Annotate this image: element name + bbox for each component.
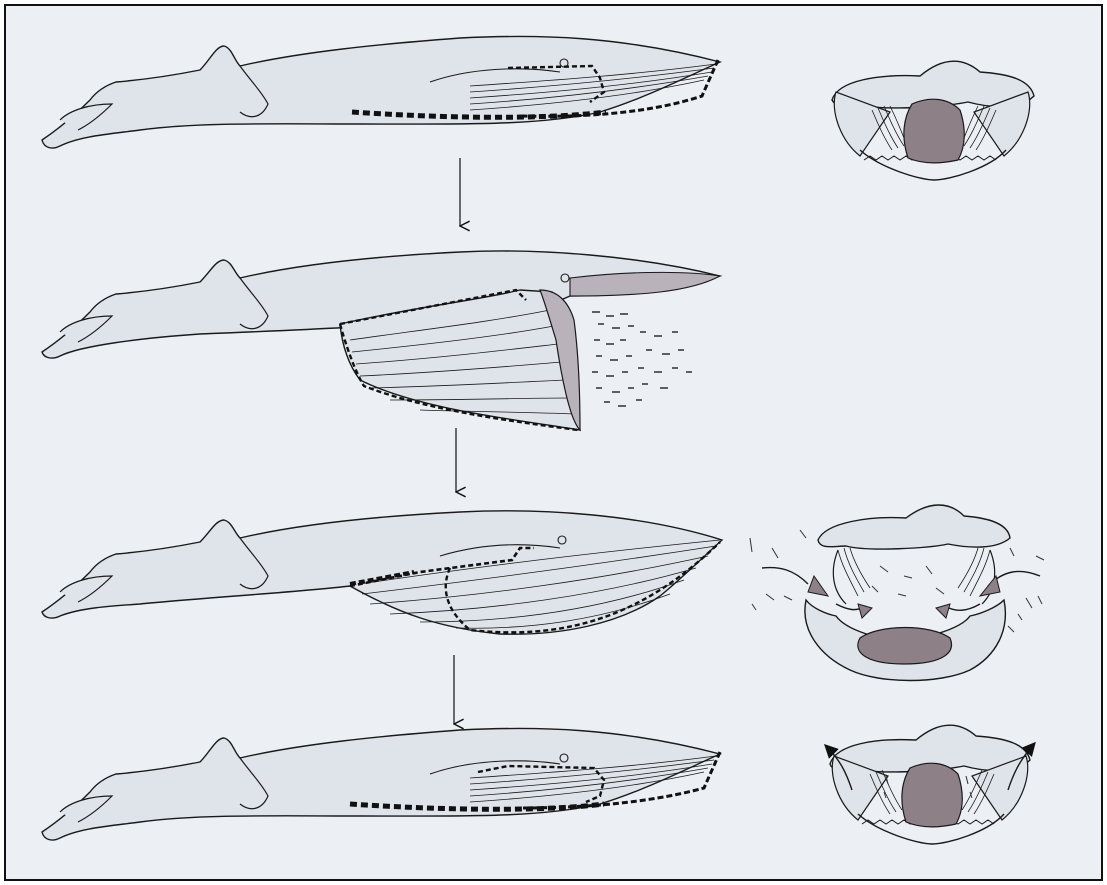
krill-swarm [592,312,692,406]
mouth-cavity-3 [858,628,952,665]
cross-section-4 [826,725,1034,844]
cross-section-1 [832,61,1034,180]
whale-body-4 [42,728,720,840]
whale-stage-1 [42,36,720,148]
cross-section-3 [750,505,1044,681]
whale-body-1 [42,36,720,148]
mouth-cavity-4 [902,763,962,827]
whale-stage-3 [42,511,722,634]
whale-body-3 [42,511,722,634]
whale-stage-2 [42,251,720,430]
mouth-cavity-1 [904,99,964,163]
whale-stage-4 [42,728,720,840]
